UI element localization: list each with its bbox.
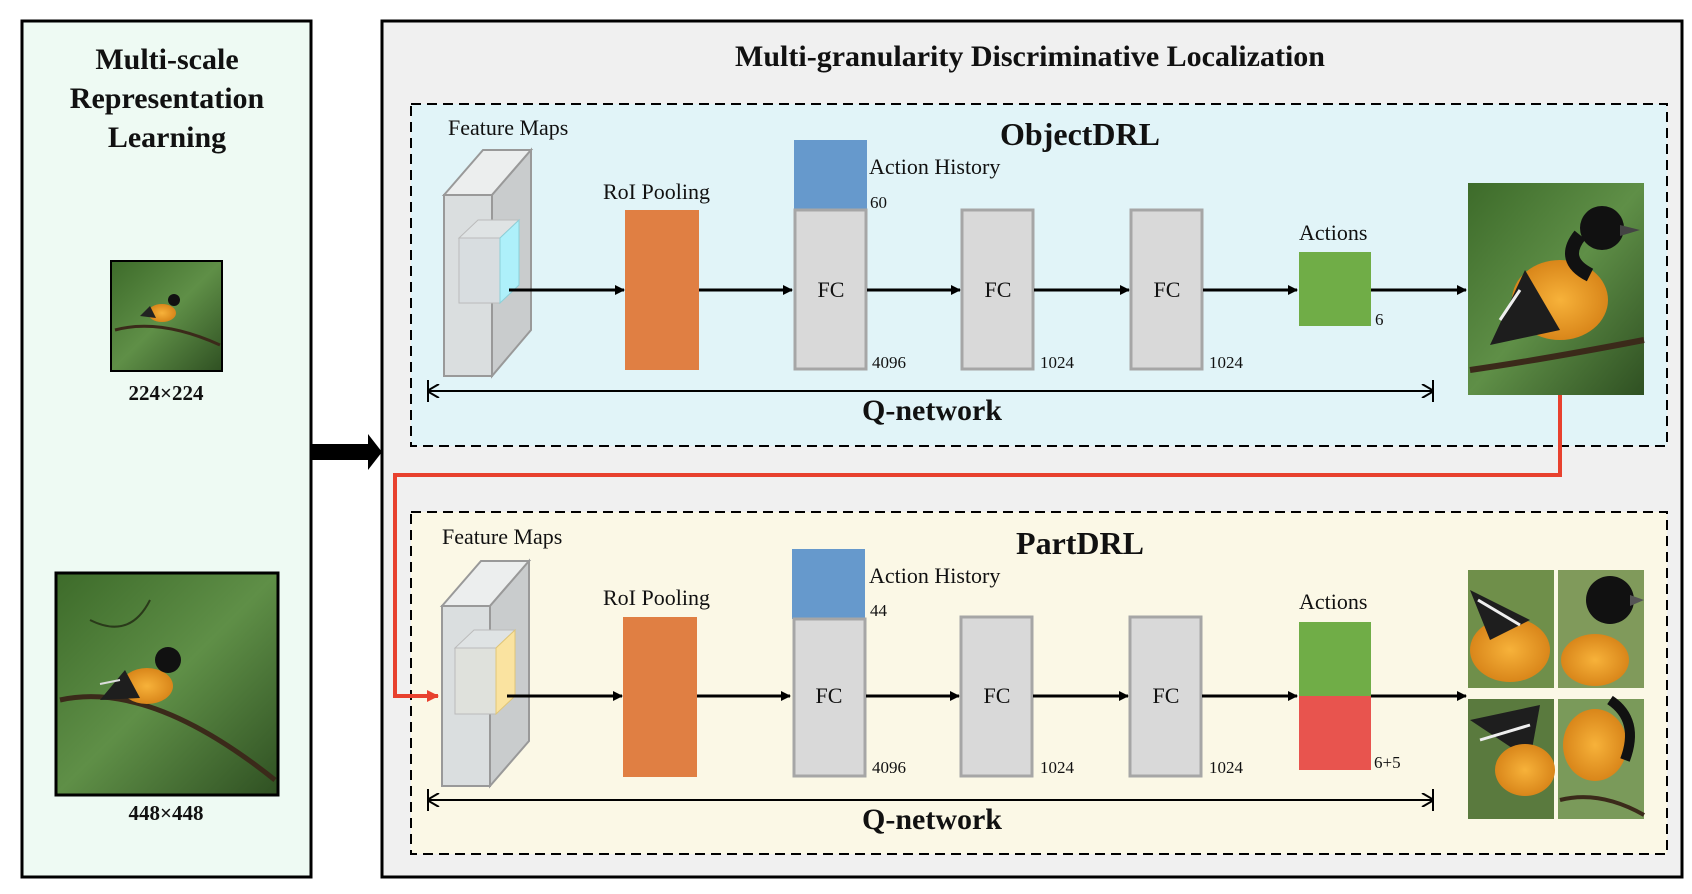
small-image-label: 224×224 — [128, 381, 204, 405]
object-qnetwork-label: Q-network — [862, 394, 1002, 427]
object-roi-label: RoI Pooling — [603, 179, 710, 204]
object-fc-2-label: FC — [984, 277, 1012, 302]
object-actions-dim: 6 — [1375, 310, 1384, 329]
bird-image-224 — [110, 260, 223, 372]
object-fc-1-label: FC — [817, 277, 845, 302]
left-title-line-2: Representation — [69, 82, 265, 115]
panel-arrow — [312, 434, 382, 470]
left-panel-title: Multi-scale Representation Learning — [70, 40, 264, 157]
object-fc-2 — [960, 208, 1035, 371]
left-title-line-1: Multi-scale — [95, 43, 239, 76]
partdrl-title: PartDRL — [1016, 525, 1144, 561]
object-fc-3-label: FC — [1153, 277, 1181, 302]
part-actions-label: Actions — [1299, 589, 1368, 614]
part-action-history — [792, 549, 865, 619]
part-feature-maps — [439, 558, 532, 789]
part-fc-1 — [792, 617, 867, 778]
object-fc-1 — [793, 208, 868, 371]
part-result-image-2 — [1558, 570, 1644, 688]
object-fc-3-dim: 1024 — [1209, 353, 1243, 372]
object-actions-label: Actions — [1299, 220, 1368, 245]
part-feature-maps-label: Feature Maps — [442, 524, 563, 549]
bird-image-448 — [54, 571, 280, 797]
objectdrl-title: ObjectDRL — [1000, 116, 1160, 152]
part-qnetwork-label: Q-network — [862, 803, 1002, 836]
large-image-label: 448×448 — [128, 801, 204, 825]
part-roi-pooling — [623, 617, 697, 777]
object-fc-2-dim: 1024 — [1040, 353, 1074, 372]
part-fc-3-dim: 1024 — [1209, 758, 1243, 777]
object-fc-3 — [1129, 208, 1204, 371]
part-fc-2-dim: 1024 — [1040, 758, 1074, 777]
part-fc-2 — [959, 615, 1034, 778]
object-feature-maps — [441, 147, 534, 379]
object-action-history-label: Action History — [869, 154, 1001, 179]
object-fc-1-dim: 4096 — [872, 353, 906, 372]
object-actions-box — [1299, 252, 1371, 326]
part-actions-dim: 6+5 — [1374, 753, 1401, 772]
part-actions-green — [1299, 622, 1371, 696]
part-result-image-1 — [1468, 570, 1554, 688]
red-link-arrow — [393, 395, 1562, 702]
right-panel-title: Multi-granularity Discriminative Localiz… — [735, 40, 1325, 73]
part-roi-label: RoI Pooling — [603, 585, 710, 610]
object-roi-pooling — [625, 210, 699, 370]
object-feature-maps-label: Feature Maps — [448, 115, 569, 140]
part-fc-3 — [1128, 615, 1203, 778]
part-actions-red — [1299, 696, 1371, 770]
left-title-line-3: Learning — [107, 121, 227, 154]
part-result-image-3 — [1468, 699, 1555, 819]
object-result-image — [1468, 183, 1645, 395]
object-action-history — [794, 140, 867, 210]
part-fc-1-label: FC — [815, 683, 843, 708]
part-action-history-label: Action History — [869, 563, 1001, 588]
part-history-dim: 44 — [870, 601, 887, 620]
part-fc-2-label: FC — [983, 683, 1011, 708]
part-fc-1-dim: 4096 — [872, 758, 906, 777]
part-result-image-4 — [1558, 695, 1645, 819]
part-fc-3-label: FC — [1152, 683, 1180, 708]
object-history-dim: 60 — [870, 193, 887, 212]
